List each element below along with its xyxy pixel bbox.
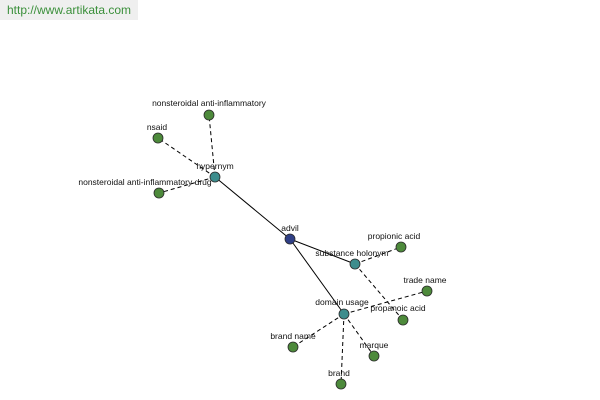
edge-advil-substance-holonym xyxy=(289,238,356,265)
edge-advil-hypernym xyxy=(214,176,291,240)
label-marque: marque xyxy=(360,340,389,350)
node-nonsteroidal-anti-inflammatory-drug[interactable] xyxy=(153,187,165,199)
label-propionic-acid: propionic acid xyxy=(368,231,421,241)
node-nsaid[interactable] xyxy=(152,132,164,144)
edge-hypernym-nonsteroidal-anti-inflammatory-drug xyxy=(158,176,216,194)
label-advil: advil xyxy=(281,223,299,233)
edge-substance-holonym-propionic-acid xyxy=(354,246,402,265)
label-hypernym: hypernym xyxy=(196,161,233,171)
label-brand-name: brand name xyxy=(270,331,316,341)
node-hypernym[interactable] xyxy=(209,171,221,183)
edge-domain-usage-brand-name xyxy=(292,313,345,348)
label-domain-usage: domain usage xyxy=(315,297,369,307)
label-substance-holonym: substance holonym xyxy=(315,248,388,258)
node-marque[interactable] xyxy=(368,350,380,362)
node-trade-name[interactable] xyxy=(421,285,433,297)
label-nonsteroidal-anti-inflammatory: nonsteroidal anti-inflammatory xyxy=(152,98,267,108)
edge-hypernym-nsaid xyxy=(157,137,216,178)
label-propanoic-acid: propanoic acid xyxy=(370,303,426,313)
node-propanoic-acid[interactable] xyxy=(397,314,409,326)
edge-advil-domain-usage xyxy=(289,238,345,315)
edge-domain-usage-brand xyxy=(340,313,345,385)
edge-domain-usage-trade-name xyxy=(343,290,428,315)
edge-domain-usage-marque xyxy=(343,313,375,357)
node-advil[interactable] xyxy=(284,233,296,245)
node-brand-name[interactable] xyxy=(287,341,299,353)
edge-hypernym-nonsteroidal-anti-inflammatory xyxy=(208,114,216,178)
label-trade-name: trade name xyxy=(404,275,447,285)
node-domain-usage[interactable] xyxy=(338,308,350,320)
node-nonsteroidal-anti-inflammatory[interactable] xyxy=(203,109,215,121)
edge-substance-holonym-propanoic-acid xyxy=(354,263,404,321)
label-nsaid: nsaid xyxy=(147,122,168,132)
source-url[interactable]: http://www.artikata.com xyxy=(0,0,138,20)
node-brand[interactable] xyxy=(335,378,347,390)
label-nonsteroidal-anti-inflammatory-drug: nonsteroidal anti-inflammatory drug xyxy=(78,177,212,187)
node-substance-holonym[interactable] xyxy=(349,258,361,270)
node-propionic-acid[interactable] xyxy=(395,241,407,253)
label-brand: brand xyxy=(328,368,350,378)
